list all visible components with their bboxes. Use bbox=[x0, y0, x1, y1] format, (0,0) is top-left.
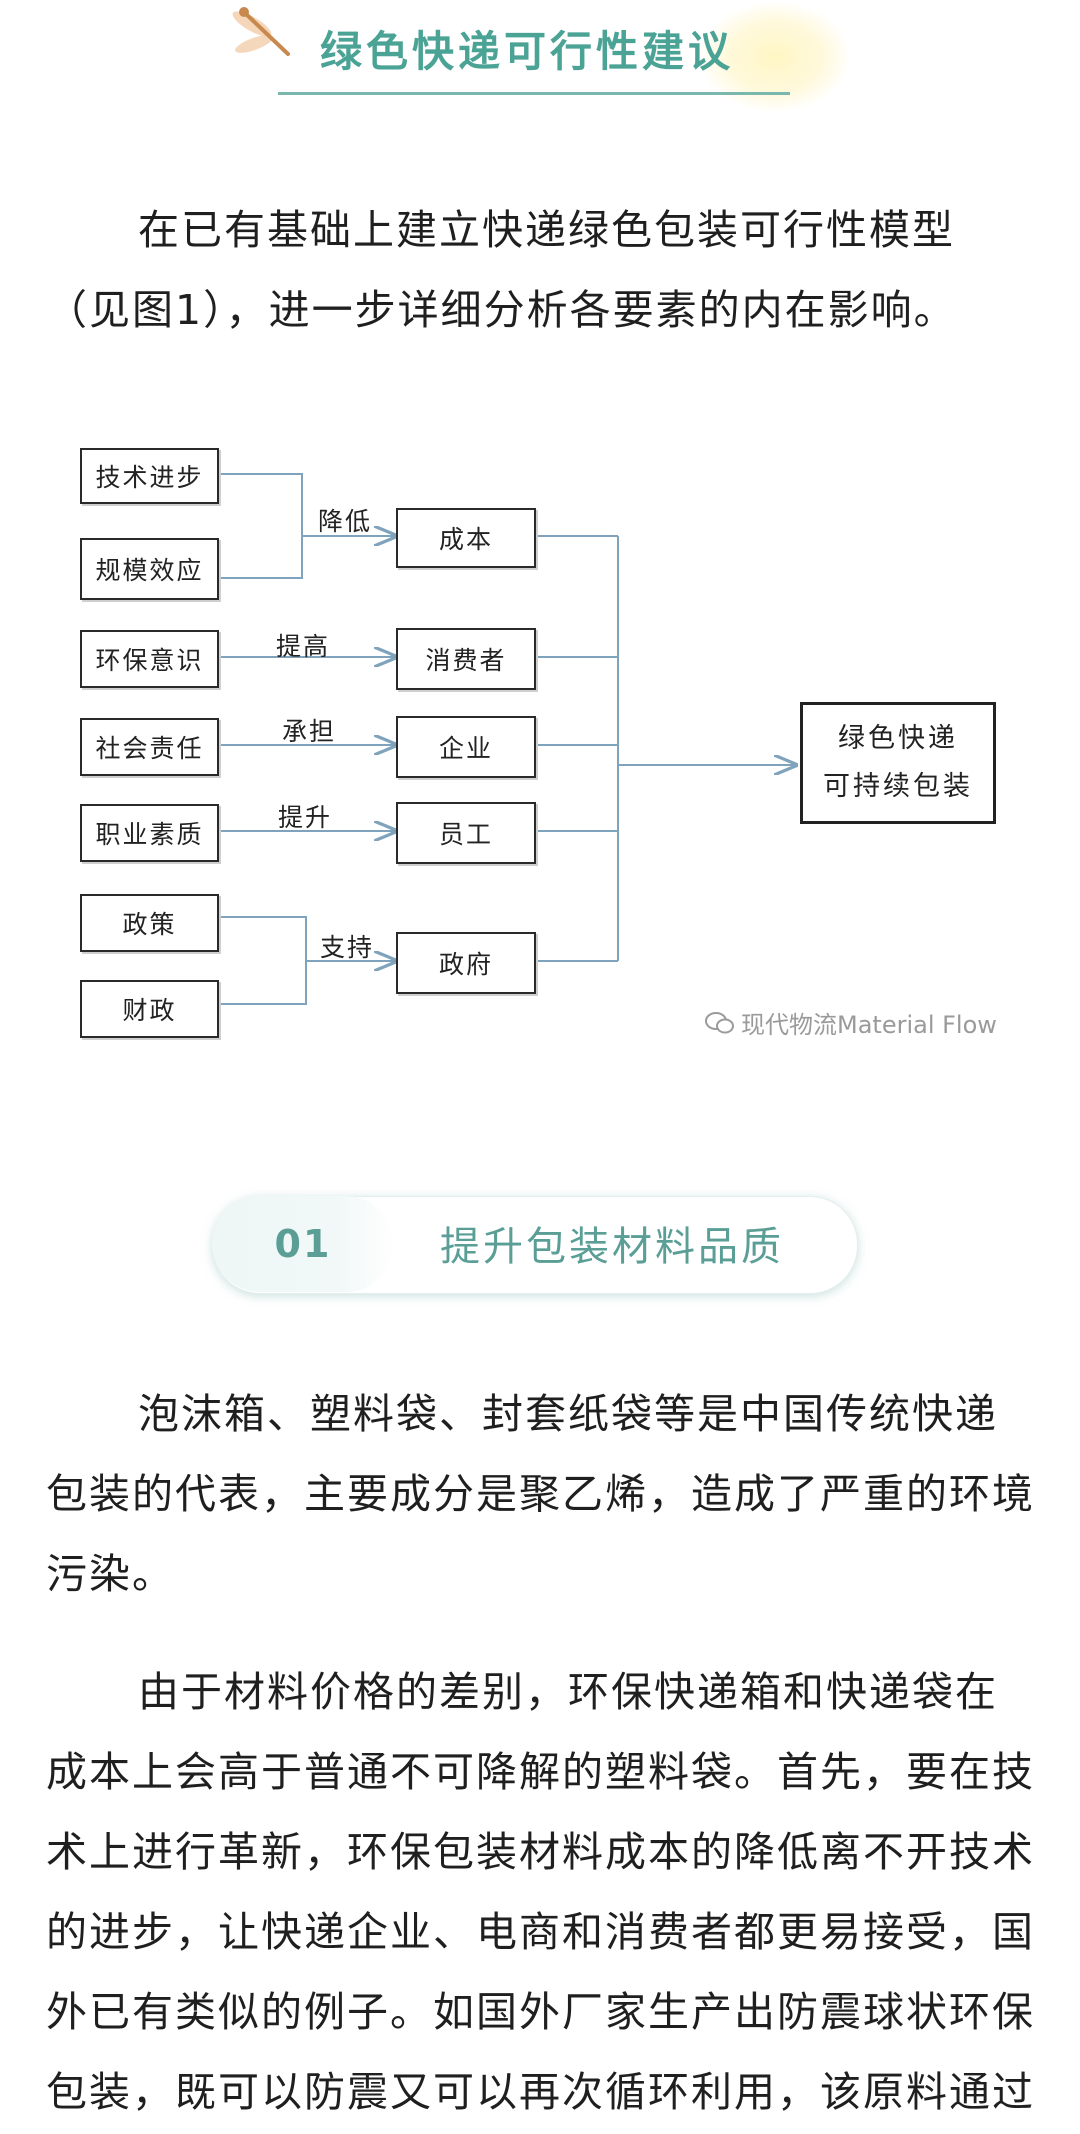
factor-scale-effect: 规模效应 bbox=[80, 538, 219, 600]
factor-tech-progress: 技术进步 bbox=[80, 448, 219, 504]
label-increase: 提高 bbox=[276, 632, 331, 661]
watermark-text: 现代物流Material Flow bbox=[741, 1011, 997, 1039]
section-number: 01 bbox=[212, 1196, 394, 1292]
paragraph-2: 由于材料价格的差别，环保快递箱和快递袋在成本上会高于普通不可降解的塑料袋。首先，… bbox=[46, 1668, 1035, 2116]
target-cost: 成本 bbox=[396, 508, 536, 568]
factor-policy: 政策 bbox=[80, 894, 219, 952]
target-employee: 员工 bbox=[396, 802, 536, 864]
page-title: 绿色快递可行性建议 bbox=[320, 27, 735, 76]
wechat-icon bbox=[705, 1011, 734, 1033]
factor-eco-awareness: 环保意识 bbox=[80, 630, 219, 688]
intro-paragraph: 在已有基础上建立快递绿色包装可行性模型（见图1），进一步详细分析各要素的内在影响… bbox=[46, 206, 957, 334]
factor-finance: 财政 bbox=[80, 980, 219, 1038]
title-underline bbox=[278, 92, 790, 95]
result-line-1: 绿色快递 bbox=[838, 723, 958, 754]
result-green-express-box: 绿色快递 可持续包装 bbox=[800, 702, 996, 824]
label-reduce: 降低 bbox=[318, 507, 373, 536]
factor-professional-quality: 职业素质 bbox=[80, 804, 219, 862]
target-consumer: 消费者 bbox=[396, 628, 536, 690]
watermark: 现代物流Material Flow bbox=[705, 1005, 997, 1040]
label-support: 支持 bbox=[320, 933, 375, 962]
dragonfly-icon bbox=[232, 7, 290, 56]
diagram-connectors bbox=[217, 473, 1080, 1005]
target-enterprise: 企业 bbox=[396, 716, 536, 778]
section-title: 提升包装材料品质 bbox=[440, 1224, 784, 1270]
label-bear: 承担 bbox=[282, 717, 337, 746]
paragraph-1: 泡沫箱、塑料袋、封套纸袋等是中国传统快递包装的代表，主要成分是聚乙烯，造成了严重… bbox=[46, 1390, 1035, 1598]
result-line-2: 可持续包装 bbox=[823, 771, 973, 802]
label-improve: 提升 bbox=[278, 803, 333, 832]
factor-social-responsibility: 社会责任 bbox=[80, 718, 219, 776]
target-government: 政府 bbox=[396, 932, 536, 994]
